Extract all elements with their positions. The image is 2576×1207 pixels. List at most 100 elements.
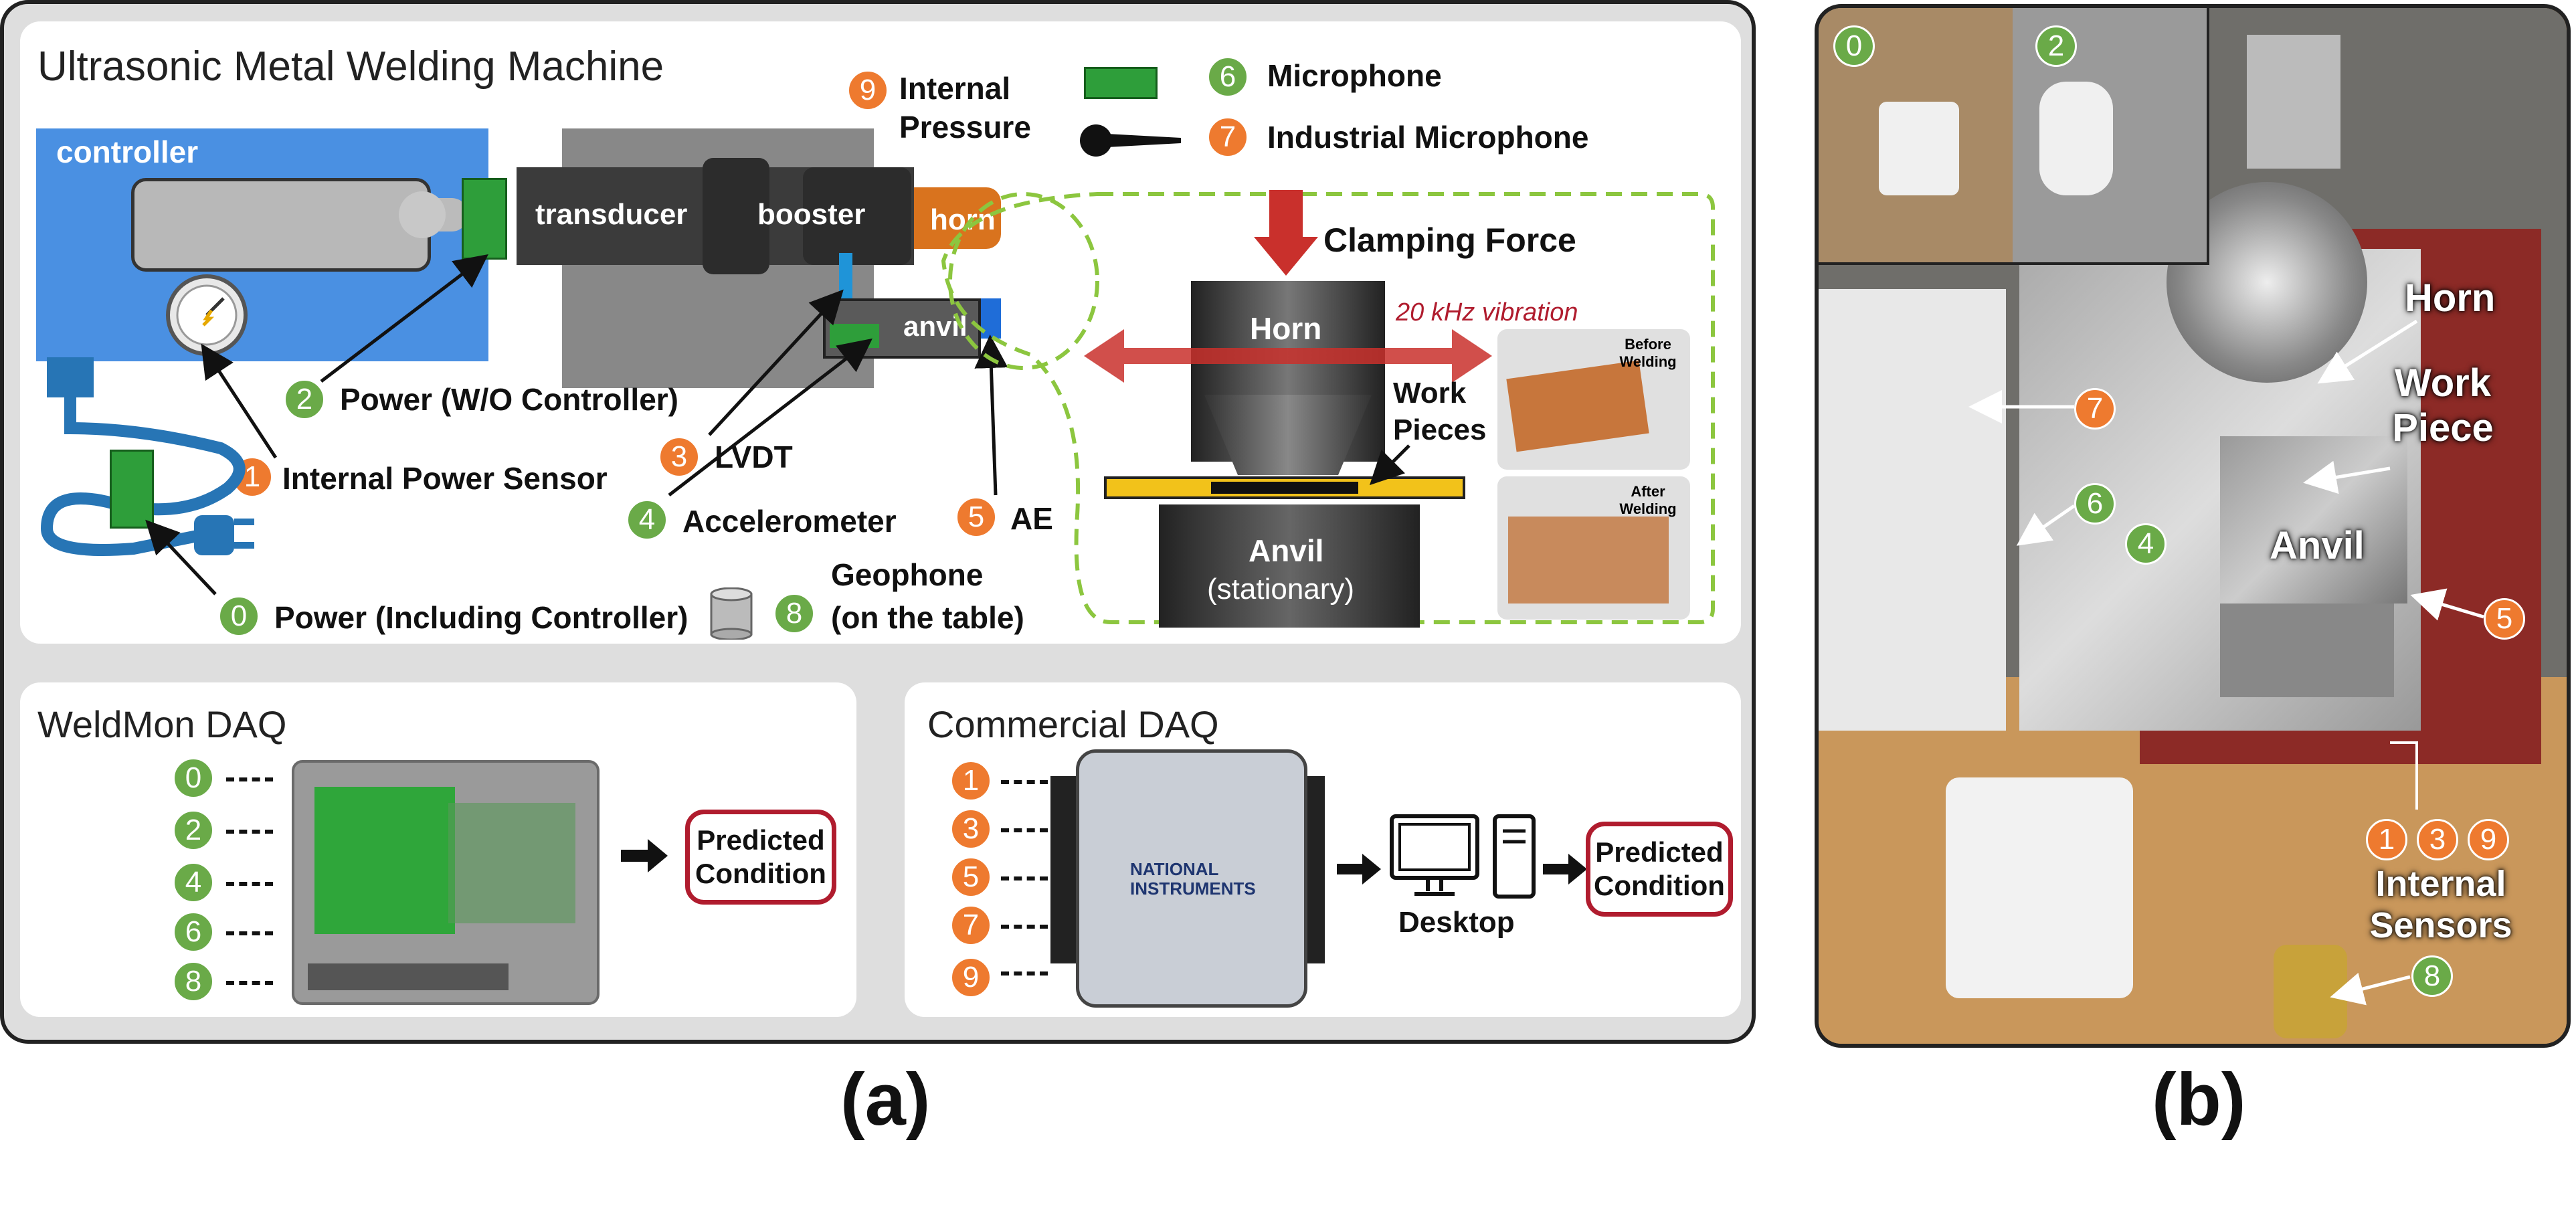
gauge-icon xyxy=(166,274,248,356)
weldmon-dash-8 xyxy=(226,981,273,989)
geophone-sub: (on the table) xyxy=(831,600,1024,635)
controller-display xyxy=(131,178,431,272)
photo-internal-sensors-text: Internal Sensors xyxy=(2369,864,2512,946)
ni-logo-line1: NATIONAL xyxy=(1130,859,1219,879)
photo-internal-sensors-label: Internal Sensors xyxy=(2361,863,2521,946)
weldmon-dash-2 xyxy=(226,830,273,838)
industrial-microphone-icon xyxy=(1080,124,1181,157)
clamping-force-label: Clamping Force xyxy=(1323,221,1576,259)
weldmon-device xyxy=(292,760,600,1005)
zoom-anvil-label: Anvil xyxy=(1249,533,1324,568)
lvdt-label: LVDT xyxy=(715,440,793,474)
photo-work-piece-text: Work Piece xyxy=(2392,361,2494,450)
commercial-dash-9 xyxy=(1001,971,1048,980)
badge-0: 0 xyxy=(218,595,260,637)
commercial-ch-1: 1 xyxy=(950,760,992,802)
weldmon-dash-4 xyxy=(226,882,273,890)
photo-top-block xyxy=(2247,35,2340,169)
weldmon-ch-2: 2 xyxy=(173,810,214,851)
industrial-microphone-label: Industrial Microphone xyxy=(1267,120,1589,155)
lvdt-rod xyxy=(839,253,852,300)
commercial-dash-5 xyxy=(1001,876,1048,885)
photo-badge-8: 8 xyxy=(2411,955,2453,997)
badge-8: 8 xyxy=(773,593,815,634)
badge-6: 6 xyxy=(1207,56,1249,98)
inset-0-clamp xyxy=(1879,102,1959,195)
commercial-predicted-line2: Condition xyxy=(1594,870,1725,901)
booster-label: booster xyxy=(757,198,866,231)
commercial-arrow-1 xyxy=(1337,854,1381,885)
badge-9: 9 xyxy=(847,70,889,111)
weldmon-title: WeldMon DAQ xyxy=(37,703,287,745)
ni-logo-line2: INSTRUMENTS xyxy=(1130,878,1256,899)
zoom-horn-label: Horn xyxy=(1250,311,1322,346)
photo-left-box xyxy=(1819,289,2006,731)
photo-daq-box xyxy=(1946,777,2133,998)
caption-a: (a) xyxy=(840,1058,931,1141)
geophone-label: Geophone xyxy=(831,557,984,592)
machine-title: Ultrasonic Metal Welding Machine xyxy=(37,43,664,90)
zoom-stationary-label: (stationary) xyxy=(1207,573,1355,606)
commercial-dash-1 xyxy=(1001,780,1048,788)
booster-front xyxy=(803,167,911,265)
photo-anvil-label: Anvil xyxy=(2270,524,2365,567)
transducer-label: transducer xyxy=(535,198,688,231)
ni-device: NATIONAL INSTRUMENTS xyxy=(1076,749,1307,1008)
after-welding-photo: After Welding xyxy=(1497,476,1690,620)
weldmon-pi xyxy=(448,803,575,923)
internal-power-label: Internal Power Sensor xyxy=(282,461,608,496)
vibration-arrow xyxy=(1084,329,1492,383)
photo-anvil-lower xyxy=(2220,604,2394,697)
weldmon-ch-4: 4 xyxy=(173,862,214,903)
commercial-ch-9: 9 xyxy=(950,957,992,998)
commercial-dash-3 xyxy=(1001,828,1048,836)
badge-4: 4 xyxy=(626,499,668,541)
after-copper xyxy=(1508,517,1669,604)
badge-2: 2 xyxy=(284,379,325,420)
weldmon-ch-8: 8 xyxy=(173,961,214,1002)
photo-badge-5: 5 xyxy=(2484,598,2525,640)
transducer-block xyxy=(517,167,711,265)
ae-sensor xyxy=(981,298,1001,339)
photo-leader-arrows xyxy=(1968,319,2484,1006)
caption-b: (b) xyxy=(2152,1058,2246,1141)
microphone-board-icon xyxy=(1084,67,1158,99)
weldmon-predicted-line2: Condition xyxy=(695,858,826,889)
power-cable xyxy=(40,357,254,556)
photo-badge-2: 2 xyxy=(2035,25,2077,67)
work-pieces-label: Work Pieces xyxy=(1393,375,1493,448)
commercial-dash-7 xyxy=(1001,925,1048,933)
sensor-board-2 xyxy=(462,178,507,260)
badge-7: 7 xyxy=(1207,116,1249,158)
photo-badge-6: 6 xyxy=(2074,483,2116,525)
weldmon-dash-6 xyxy=(226,931,273,939)
photo-badge-9: 9 xyxy=(2468,819,2509,860)
photo-badge-1: 1 xyxy=(2366,819,2407,860)
booster-collar xyxy=(703,158,769,274)
work-pieces-weld xyxy=(1211,482,1358,494)
weldmon-dash-0 xyxy=(226,777,273,785)
commercial-predicted-line1: Predicted xyxy=(1595,836,1724,868)
accelerometer-label: Accelerometer xyxy=(682,504,897,539)
photo-inset-2 xyxy=(2013,8,2209,265)
commercial-arrow-2 xyxy=(1543,854,1587,885)
before-welding-photo: Before Welding xyxy=(1497,329,1690,470)
photo-horn-label: Horn xyxy=(2405,276,2496,320)
before-copper xyxy=(1506,360,1649,452)
controller-shaft-knob xyxy=(399,191,446,238)
ni-logo-text: NATIONAL INSTRUMENTS xyxy=(1130,860,1256,898)
commercial-ch-7: 7 xyxy=(950,905,992,946)
zoom-outline xyxy=(941,192,1715,624)
weldmon-board xyxy=(314,787,455,934)
commercial-ch-5: 5 xyxy=(950,856,992,898)
weldmon-ch-6: 6 xyxy=(173,911,214,953)
inset-2-clamp xyxy=(2039,82,2113,195)
weldmon-predicted: Predicted Condition xyxy=(685,810,836,905)
photo-badge-4: 4 xyxy=(2125,523,2167,565)
after-label: After Welding xyxy=(1619,483,1677,517)
photo-badge-3: 3 xyxy=(2417,819,2458,860)
microphone-label: Microphone xyxy=(1267,58,1442,93)
controller-label: controller xyxy=(56,134,199,169)
zoom-anvil xyxy=(1159,504,1420,628)
commercial-title: Commercial DAQ xyxy=(927,703,1219,745)
